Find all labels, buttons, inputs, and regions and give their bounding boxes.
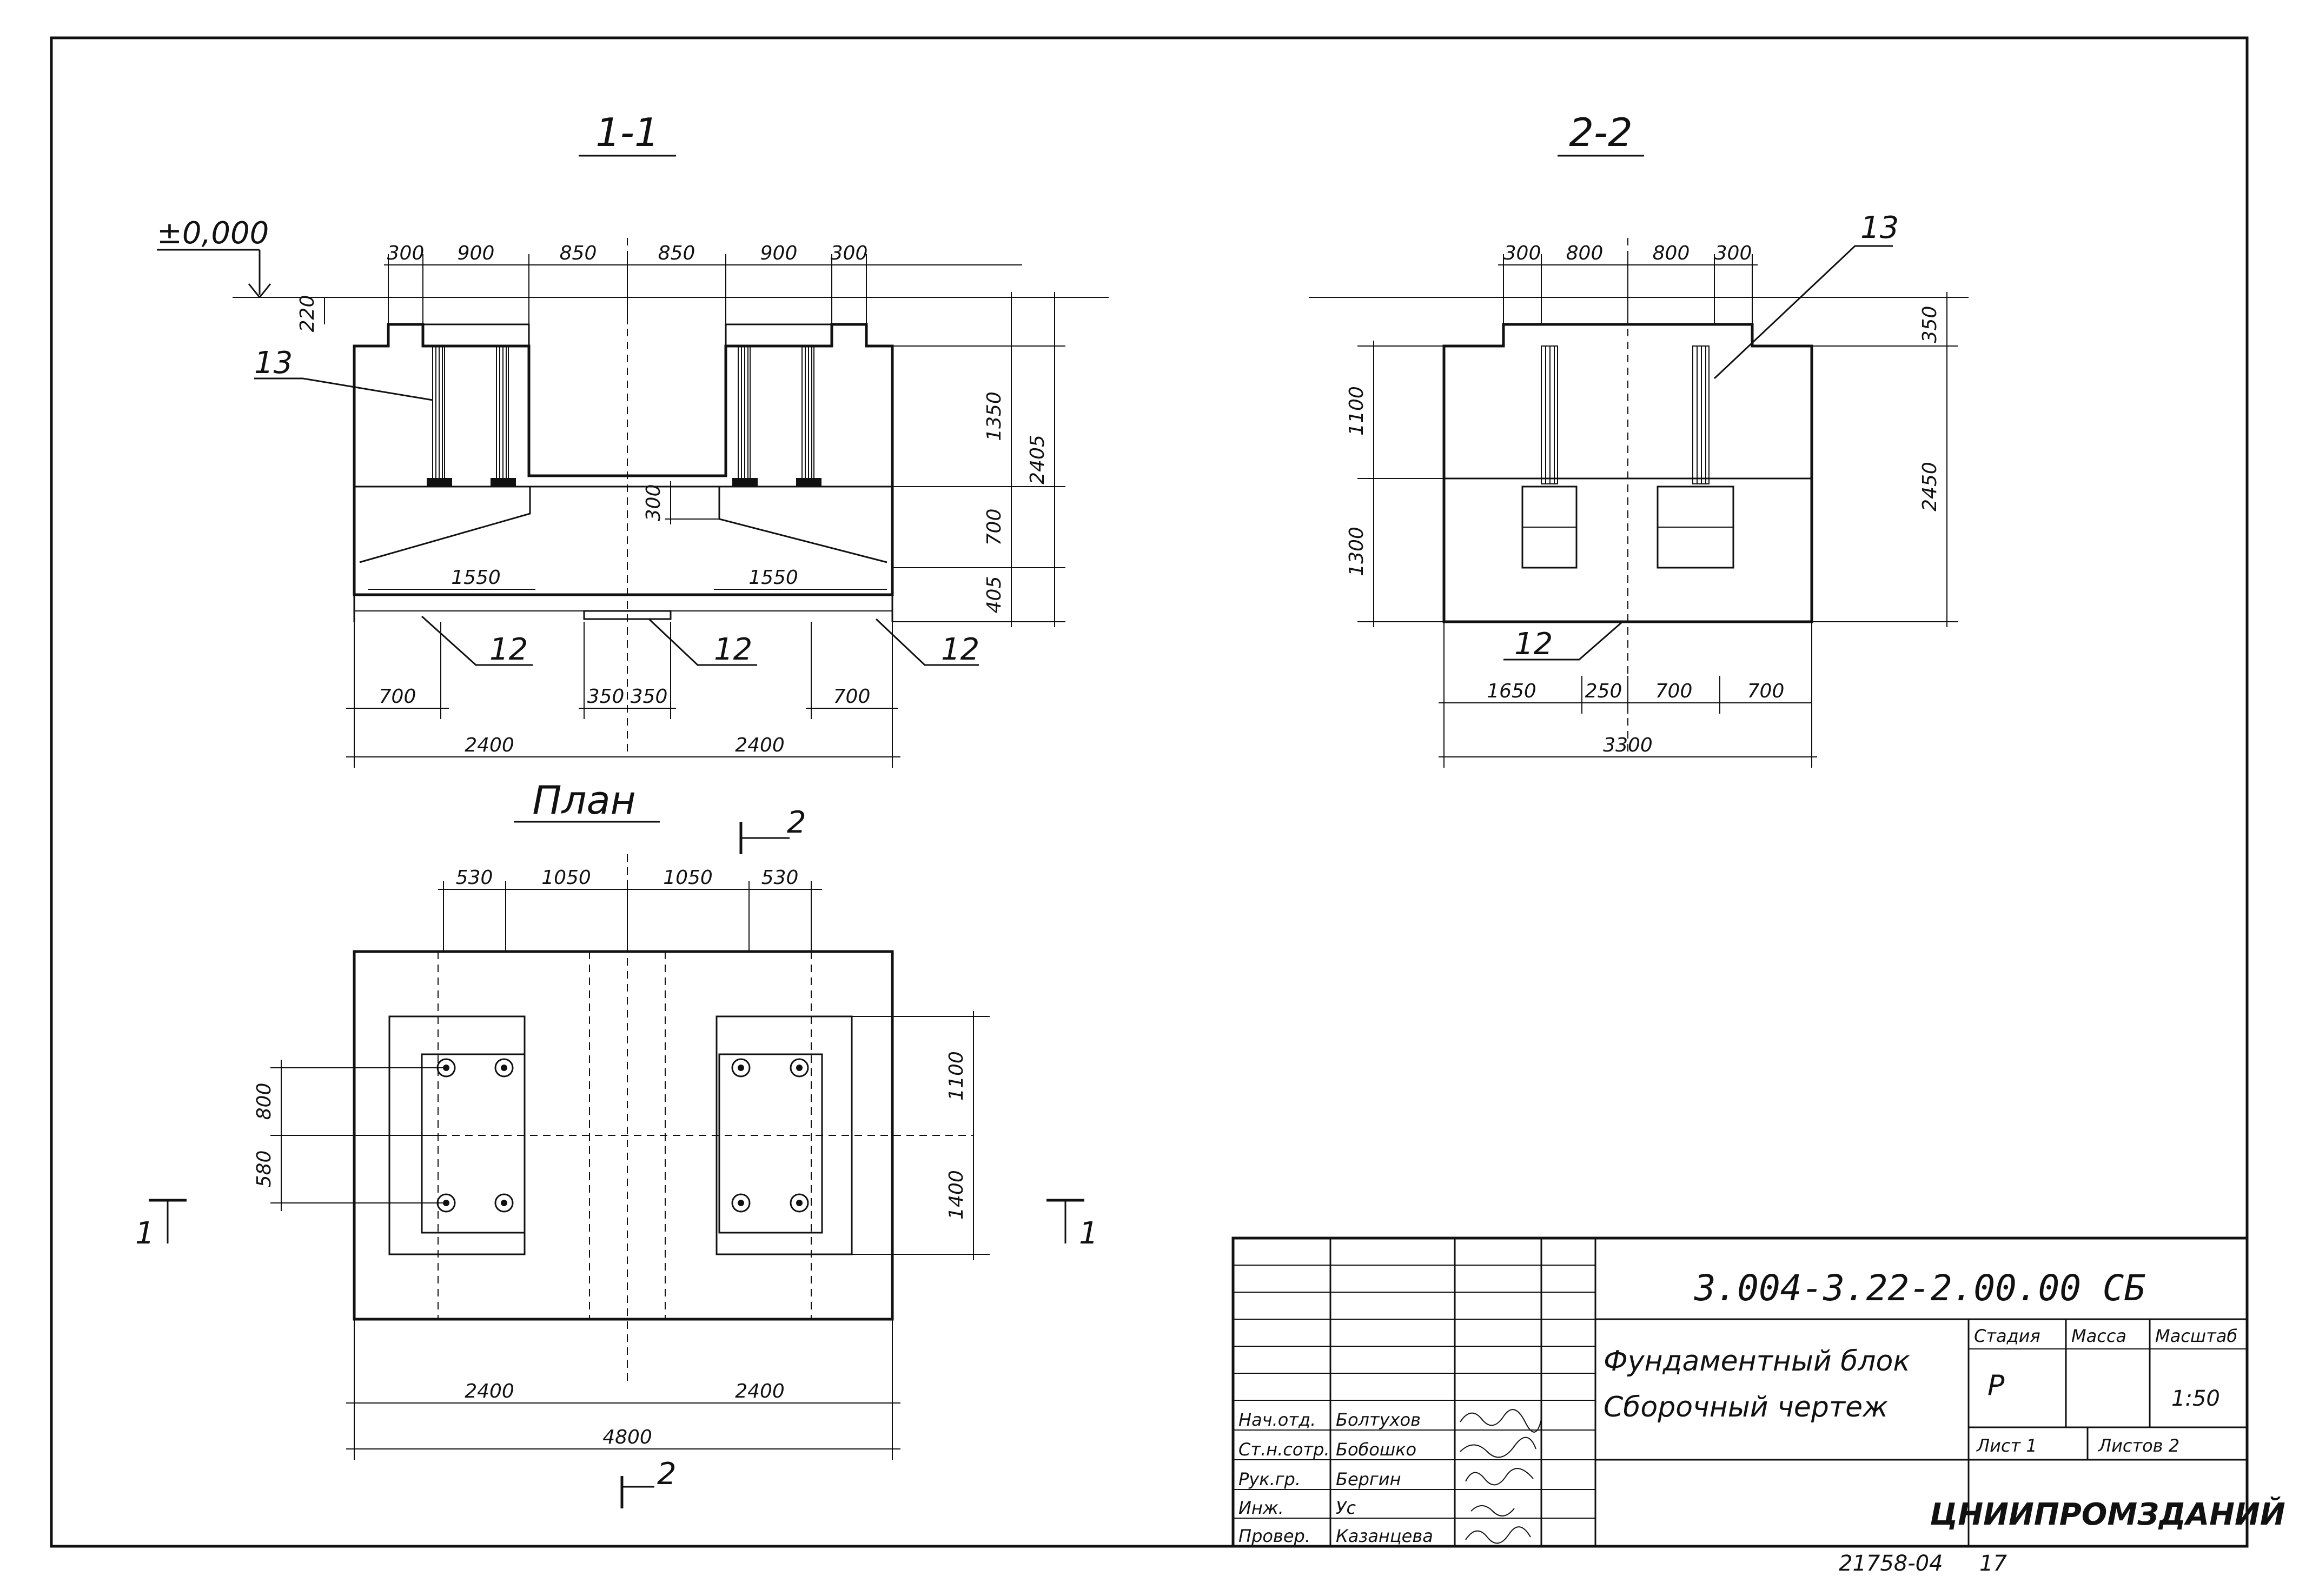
svg-text:Казанцева: Казанцева [1336, 1526, 1433, 1546]
svg-text:300: 300 [642, 484, 665, 522]
svg-text:900: 900 [458, 242, 495, 264]
svg-text:300: 300 [831, 242, 868, 264]
callout-12-s11-mid: 12 [714, 632, 752, 667]
svg-text:1050: 1050 [663, 867, 713, 889]
svg-text:2400: 2400 [465, 734, 514, 756]
svg-text:3300: 3300 [1603, 734, 1653, 756]
page-number: 17 [1979, 1551, 2007, 1576]
section-2-2-outline [1442, 323, 1813, 623]
section-2-2-title: 2-2 [1569, 110, 1633, 155]
svg-text:1400: 1400 [945, 1170, 968, 1220]
svg-text:Нач.отд.: Нач.отд. [1238, 1409, 1316, 1430]
drawing-name-line1: Фундаментный блок [1604, 1345, 1910, 1378]
svg-text:1100: 1100 [1346, 386, 1368, 436]
svg-text:300: 300 [1715, 242, 1752, 264]
svg-text:700: 700 [1655, 680, 1693, 702]
svg-text:850: 850 [658, 242, 695, 264]
plan-title: План [532, 777, 635, 823]
svg-text:530: 530 [456, 867, 493, 889]
svg-text:220: 220 [296, 295, 319, 332]
svg-text:1550: 1550 [451, 567, 501, 589]
svg-text:1:50: 1:50 [2171, 1386, 2220, 1411]
organization: ЦНИИПРОМЗДАНИЙ [1930, 1497, 2285, 1532]
svg-text:1550: 1550 [748, 567, 798, 589]
svg-text:405: 405 [983, 576, 1005, 614]
anchor-bolts-right [732, 345, 821, 487]
svg-text:800: 800 [1566, 242, 1604, 264]
svg-text:Рук.гр.: Рук.гр. [1238, 1469, 1301, 1489]
cut-marker-1-right: 1 [1079, 1216, 1098, 1251]
svg-text:1100: 1100 [945, 1051, 968, 1101]
anchor-bolts-left [427, 345, 516, 487]
section-1-1-title: 1-1 [595, 110, 659, 155]
svg-text:Инж.: Инж. [1238, 1498, 1284, 1518]
level-mark: ±0,000 [157, 216, 269, 251]
drawing-name-line2: Сборочный чертеж [1604, 1391, 1888, 1424]
cut-marker-2-bottom: 2 [657, 1457, 677, 1492]
svg-text:2400: 2400 [465, 1380, 514, 1402]
svg-text:850: 850 [560, 242, 597, 264]
svg-text:Масса: Масса [2071, 1326, 2126, 1346]
svg-text:350: 350 [587, 686, 625, 708]
svg-text:Ус: Ус [1336, 1498, 1356, 1518]
sheet-frame [50, 36, 2249, 1548]
callout-12-s22: 12 [1514, 627, 1553, 662]
svg-text:250: 250 [1585, 680, 1622, 702]
svg-text:Лист 1: Лист 1 [1976, 1435, 2037, 1456]
title-block: Нач.отд. Ст.н.сотр. Рук.гр. Инж. Провер.… [1231, 1236, 2285, 1548]
svg-text:Р: Р [1987, 1369, 2005, 1402]
svg-text:Стадия: Стадия [1974, 1326, 2040, 1346]
svg-text:700: 700 [1747, 680, 1785, 702]
svg-text:2450: 2450 [1919, 462, 1941, 511]
svg-text:Болтухов: Болтухов [1336, 1409, 1421, 1430]
svg-text:Масштаб: Масштаб [2155, 1326, 2237, 1346]
section-1-1: 1-1 ±0,000 300 900 850 850 900 300 220 [157, 110, 1109, 768]
svg-text:300: 300 [1504, 242, 1541, 264]
svg-text:530: 530 [761, 867, 799, 889]
section-2-2: 2-2 300 800 800 300 [1309, 110, 1969, 768]
svg-text:1350: 1350 [983, 391, 1005, 441]
svg-text:900: 900 [760, 242, 798, 264]
svg-text:1050: 1050 [541, 867, 591, 889]
svg-text:2405: 2405 [1026, 435, 1049, 484]
svg-text:Ст.н.сотр.: Ст.н.сотр. [1238, 1439, 1330, 1460]
svg-text:Провер.: Провер. [1238, 1526, 1310, 1546]
document-code: 3.004-3.22-2.00.00 СБ [1694, 1267, 2146, 1309]
svg-text:800: 800 [253, 1083, 275, 1120]
svg-text:350: 350 [1919, 306, 1941, 343]
inventory-number: 21758-04 [1839, 1551, 1943, 1576]
svg-text:Листов 2: Листов 2 [2098, 1435, 2179, 1456]
svg-text:Бергин: Бергин [1336, 1469, 1401, 1489]
svg-text:1300: 1300 [1346, 527, 1368, 576]
svg-text:700: 700 [379, 686, 416, 708]
svg-text:4800: 4800 [602, 1426, 652, 1448]
callout-12-s11-left: 12 [489, 632, 528, 667]
callout-13-s11: 13 [254, 345, 293, 381]
signatures [1460, 1409, 1542, 1544]
svg-text:300: 300 [387, 242, 425, 264]
callout-13-s22: 13 [1860, 210, 1899, 245]
cut-marker-1-left: 1 [135, 1216, 155, 1251]
svg-text:2400: 2400 [735, 1380, 785, 1402]
svg-text:350: 350 [631, 686, 668, 708]
svg-text:Бобошко: Бобошко [1336, 1439, 1416, 1460]
svg-text:2400: 2400 [735, 734, 785, 756]
svg-text:800: 800 [1653, 242, 1690, 264]
svg-text:1650: 1650 [1487, 680, 1536, 702]
svg-text:580: 580 [253, 1151, 275, 1188]
plan-view: План 2 2 530 1050 1050 530 [135, 777, 1098, 1508]
svg-text:700: 700 [983, 509, 1005, 546]
svg-text:700: 700 [833, 686, 871, 708]
cut-marker-2-top: 2 [787, 805, 806, 840]
callout-12-s11-right: 12 [941, 632, 979, 667]
